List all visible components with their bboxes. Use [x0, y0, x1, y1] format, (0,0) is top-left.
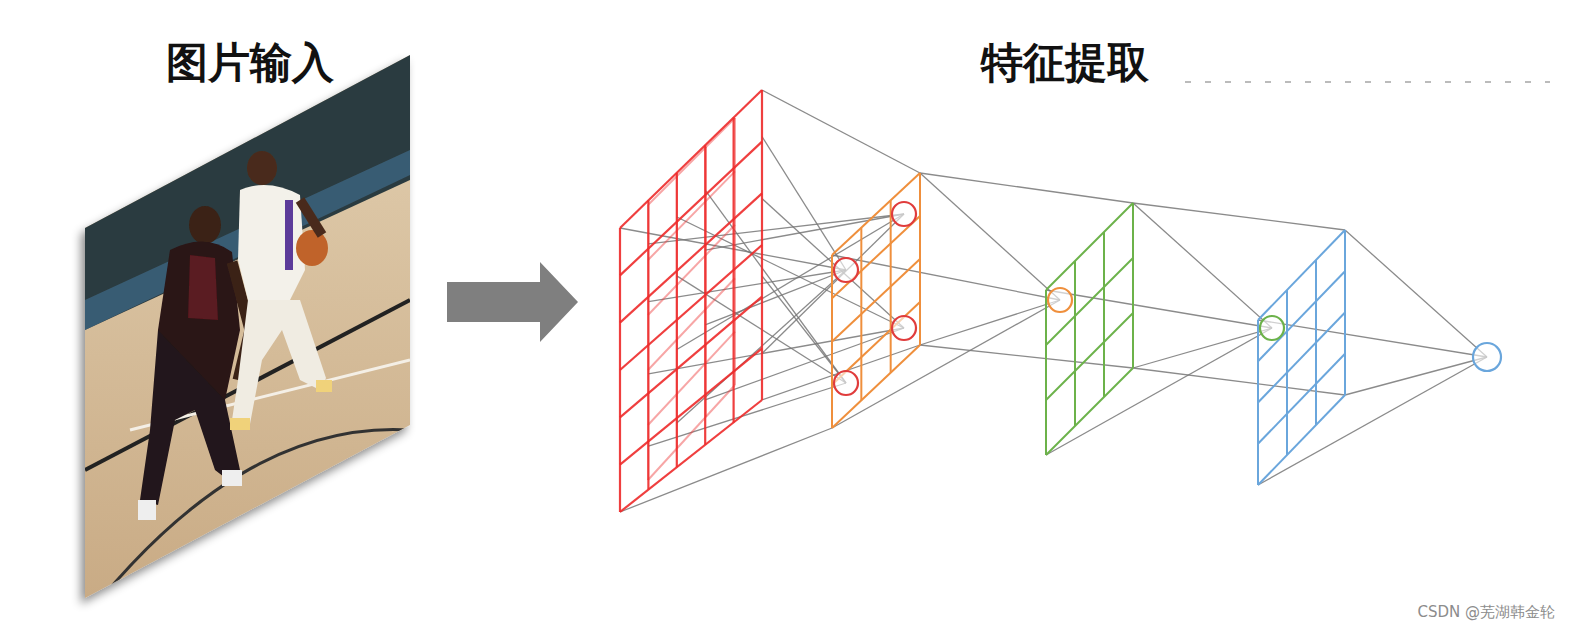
grid-line	[1046, 313, 1133, 400]
grid-line	[648, 171, 735, 260]
input-panel: 图片输入	[80, 38, 420, 598]
grid-line	[1258, 354, 1345, 444]
grid-line	[1045, 290, 1047, 455]
projection-line	[832, 300, 1060, 428]
projection-line	[832, 255, 1060, 300]
projection-line	[648, 328, 904, 374]
neuron-circle	[834, 258, 858, 282]
grid-line	[648, 118, 735, 205]
grid-line	[620, 142, 762, 276]
projection-line	[920, 300, 1060, 345]
conv1-grid	[832, 173, 920, 428]
grid-line	[620, 193, 762, 322]
grid-line	[620, 297, 762, 418]
grid-line	[1046, 258, 1133, 345]
grid-line	[1258, 313, 1345, 403]
grid-line	[832, 173, 920, 255]
projection-line	[920, 173, 1133, 203]
grid-line	[832, 345, 920, 428]
neuron-circle	[1048, 288, 1072, 312]
neurons	[834, 202, 1501, 395]
projection-line	[762, 90, 920, 173]
panel-heading: 图片输入	[80, 38, 420, 88]
grid-line	[1103, 232, 1105, 397]
heading-rule	[1185, 81, 1550, 83]
conv3-grid	[1258, 230, 1345, 485]
panel-heading: 特征提取	[585, 38, 1545, 88]
projection-line	[648, 214, 904, 244]
player-dark	[138, 206, 250, 520]
grid-line	[1074, 261, 1076, 426]
grid-line	[620, 400, 762, 512]
neuron-circle	[1473, 343, 1501, 371]
projection-lines	[620, 90, 1487, 512]
projection-line	[920, 345, 1133, 368]
projection-line	[1133, 368, 1345, 395]
cnn-feature-maps	[620, 90, 1501, 512]
grid-line	[648, 332, 735, 425]
projection-line	[1133, 328, 1272, 368]
block-arrow	[447, 262, 578, 342]
conv2-grid	[1046, 203, 1133, 455]
input-grid	[620, 90, 762, 512]
grid-line	[1046, 368, 1133, 455]
neuron-circle	[892, 316, 916, 340]
projection-line	[620, 428, 832, 512]
grid-line	[1258, 230, 1345, 320]
neuron-circle	[1260, 316, 1284, 340]
input-grid-back	[648, 118, 735, 480]
neuron-circle	[834, 371, 858, 395]
projection-line	[762, 276, 846, 383]
projection-line	[705, 270, 846, 325]
projection-line	[1133, 203, 1272, 328]
grid-line	[648, 225, 735, 315]
grid-line	[1132, 203, 1134, 368]
projection-line	[1133, 203, 1345, 230]
watermark: CSDN @芜湖韩金轮	[1417, 603, 1555, 622]
grid-line	[620, 348, 762, 464]
grid-line	[832, 259, 920, 342]
feature-panel: 特征提取	[585, 38, 1545, 598]
projection-line	[677, 214, 904, 349]
projection-line	[920, 173, 1060, 300]
grid-line	[1258, 271, 1345, 361]
grid-line	[620, 245, 762, 370]
grid-line	[1046, 203, 1133, 290]
projection-line	[1258, 357, 1487, 485]
photo	[85, 40, 410, 600]
player-white	[230, 151, 332, 430]
projection-line	[1345, 230, 1487, 357]
projection-line	[1345, 357, 1487, 395]
neuron-circle	[892, 202, 916, 226]
grid-line	[1258, 395, 1345, 485]
projection-line	[1046, 290, 1272, 328]
projection-line	[1046, 328, 1272, 455]
projection-line	[762, 137, 846, 271]
grid-line	[832, 216, 920, 298]
